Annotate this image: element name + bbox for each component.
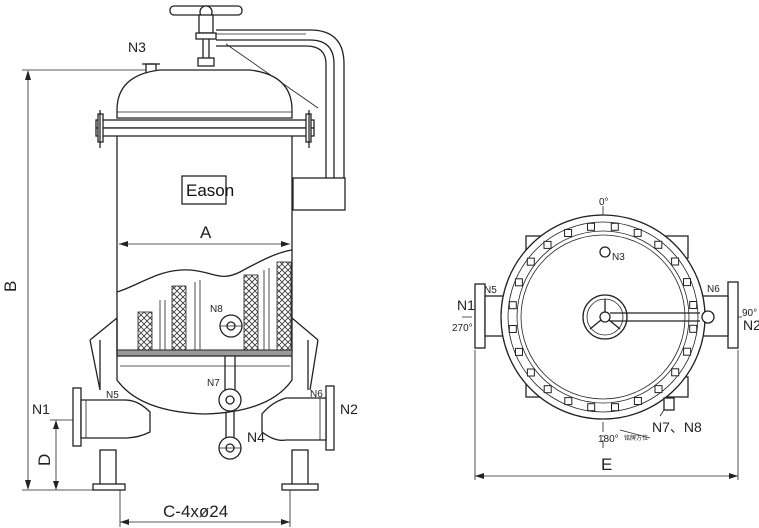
angle-0: 0° — [599, 197, 609, 208]
flange-bolt — [564, 229, 573, 237]
label-n1: N1 — [32, 401, 50, 417]
angle-90: 90° — [742, 308, 757, 319]
flange-bolt — [689, 301, 698, 309]
dimension-a: A — [119, 223, 290, 247]
dimension-d: D — [35, 419, 73, 490]
body-flange — [95, 110, 315, 148]
dimension-c: C-4xø24 — [119, 490, 291, 527]
side-view: N3 Eason A — [1, 5, 358, 527]
top-label-n2: N2 — [743, 317, 759, 333]
flange-bolt — [508, 325, 517, 333]
dimension-e: E — [474, 350, 739, 480]
support-legs — [89, 317, 319, 491]
flange-bolt — [671, 368, 680, 377]
top-label-n1: N1 — [457, 297, 475, 313]
flange-bolt — [654, 240, 663, 249]
nozzle-n1: N1 — [32, 387, 151, 447]
flange-bolts — [508, 222, 698, 412]
label-n5: N5 — [106, 390, 119, 401]
label-e: E — [601, 455, 612, 474]
angle-180: 180° — [598, 434, 619, 445]
flange-bolt — [689, 324, 698, 333]
flange-bolt — [654, 385, 663, 394]
flange-bolt — [671, 257, 680, 266]
nozzle-n4: N4 — [218, 412, 265, 460]
nameplate-marker: 铭牌方位 — [619, 397, 675, 442]
dimension-b: B — [1, 69, 146, 491]
label-d: D — [35, 454, 54, 466]
label-b: B — [1, 281, 20, 292]
flange-bolt — [526, 368, 535, 377]
flange-bolt — [587, 222, 595, 231]
flange-bolt — [543, 240, 552, 249]
label-a: A — [200, 223, 212, 242]
flange-bolt — [683, 347, 692, 356]
flange-bolt — [633, 397, 642, 405]
flange-bolt — [587, 403, 596, 412]
bottom-head — [116, 355, 293, 415]
flange-bolt — [514, 278, 523, 287]
label-n8: N8 — [210, 304, 223, 315]
flange-bolt — [610, 222, 619, 231]
angle-270: 270° — [452, 323, 473, 334]
flange-bolt — [633, 228, 642, 237]
flange-bolt — [508, 301, 517, 310]
dome-lid — [116, 69, 293, 119]
cutaway-break — [116, 249, 293, 293]
label-n7: N7 — [207, 378, 220, 389]
top-label-n3: N3 — [612, 252, 625, 263]
nameplate: Eason — [181, 175, 234, 205]
label-n6: N6 — [310, 389, 323, 400]
nozzle-n7: N7 — [207, 356, 242, 412]
label-n2: N2 — [340, 401, 358, 417]
top-label-n6: N6 — [707, 284, 720, 295]
top-label-n7n8: N7、N8 — [652, 419, 702, 435]
nozzle-n2: N2 — [261, 385, 358, 451]
top-handwheel — [582, 294, 715, 340]
top-view: N1 N5 270° N2 N6 90° N3 — [452, 197, 759, 480]
flange-bolt — [515, 347, 523, 356]
flange-bolt — [564, 397, 573, 406]
flange-bolt — [526, 257, 535, 266]
nozzle-n8: N8 — [210, 304, 243, 338]
label-n4: N4 — [247, 429, 265, 445]
label-n3: N3 — [128, 39, 146, 55]
brand-logo-text: Eason — [186, 181, 234, 200]
top-nozzle-n3: N3 — [599, 246, 625, 263]
nameplate-note: 铭牌方位 — [624, 434, 648, 442]
flange-bolt — [611, 403, 619, 412]
support-plate — [116, 349, 293, 357]
flange-bolt — [683, 278, 691, 287]
handwheel — [169, 5, 243, 67]
top-label-n5: N5 — [484, 285, 497, 296]
flange-bolt — [543, 385, 552, 394]
label-c: C-4xø24 — [163, 502, 228, 521]
